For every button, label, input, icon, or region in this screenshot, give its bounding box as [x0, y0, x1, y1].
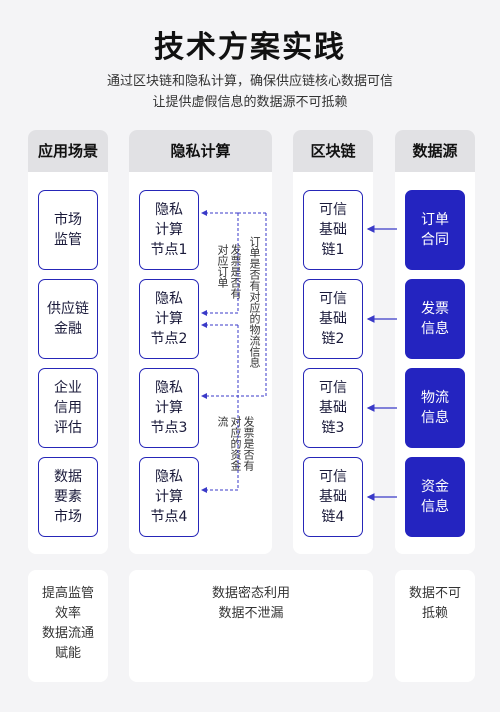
subtitle-line-1: 通过区块链和隐私计算，确保供应链核心数据可信 [106, 74, 393, 89]
chain-box-1: 可信 基础 链1 [303, 190, 363, 270]
page-title: 技术方案实践 [154, 30, 346, 65]
chain-box-4: 可信 基础 链4 [303, 457, 363, 537]
source-box-4: 资金 信息 [405, 457, 465, 537]
column-header-scenarios: 应用场景 [28, 130, 108, 172]
footer-privacy-benefit: 数据密态利用 数据不泄漏 [129, 570, 373, 682]
scenario-box-1: 市场 监管 [38, 190, 98, 270]
annotation-invoice-order: 发票是否有对应订单 [216, 244, 242, 299]
source-box-1: 订单 合同 [405, 190, 465, 270]
annotation-order-logistics: 订单是否有对应的物流信息 [248, 236, 261, 368]
privacy-node-4: 隐私 计算 节点4 [139, 457, 199, 537]
source-box-3: 物流 信息 [405, 368, 465, 448]
privacy-node-1: 隐私 计算 节点1 [139, 190, 199, 270]
column-header-sources: 数据源 [395, 130, 475, 172]
subtitle-line-2: 让提供虚假信息的数据源不可抵赖 [152, 95, 348, 110]
footer-sources-benefit: 数据不可 抵赖 [395, 570, 475, 682]
column-header-privacy: 隐私计算 [129, 130, 272, 172]
privacy-node-2: 隐私 计算 节点2 [139, 279, 199, 359]
scenario-box-2: 供应链 金融 [38, 279, 98, 359]
scenario-box-4: 数据 要素 市场 [38, 457, 98, 537]
chain-box-2: 可信 基础 链2 [303, 279, 363, 359]
privacy-node-3: 隐私 计算 节点3 [139, 368, 199, 448]
scenario-box-3: 企业 信用 评估 [38, 368, 98, 448]
chain-box-3: 可信 基础 链3 [303, 368, 363, 448]
annotation-invoice-fund: 发票是否有对应的资金流 [216, 416, 255, 471]
footer-scenarios-benefit: 提高监管 效率 数据流通 赋能 [28, 570, 108, 682]
column-header-blockchain: 区块链 [293, 130, 373, 172]
source-box-2: 发票 信息 [405, 279, 465, 359]
